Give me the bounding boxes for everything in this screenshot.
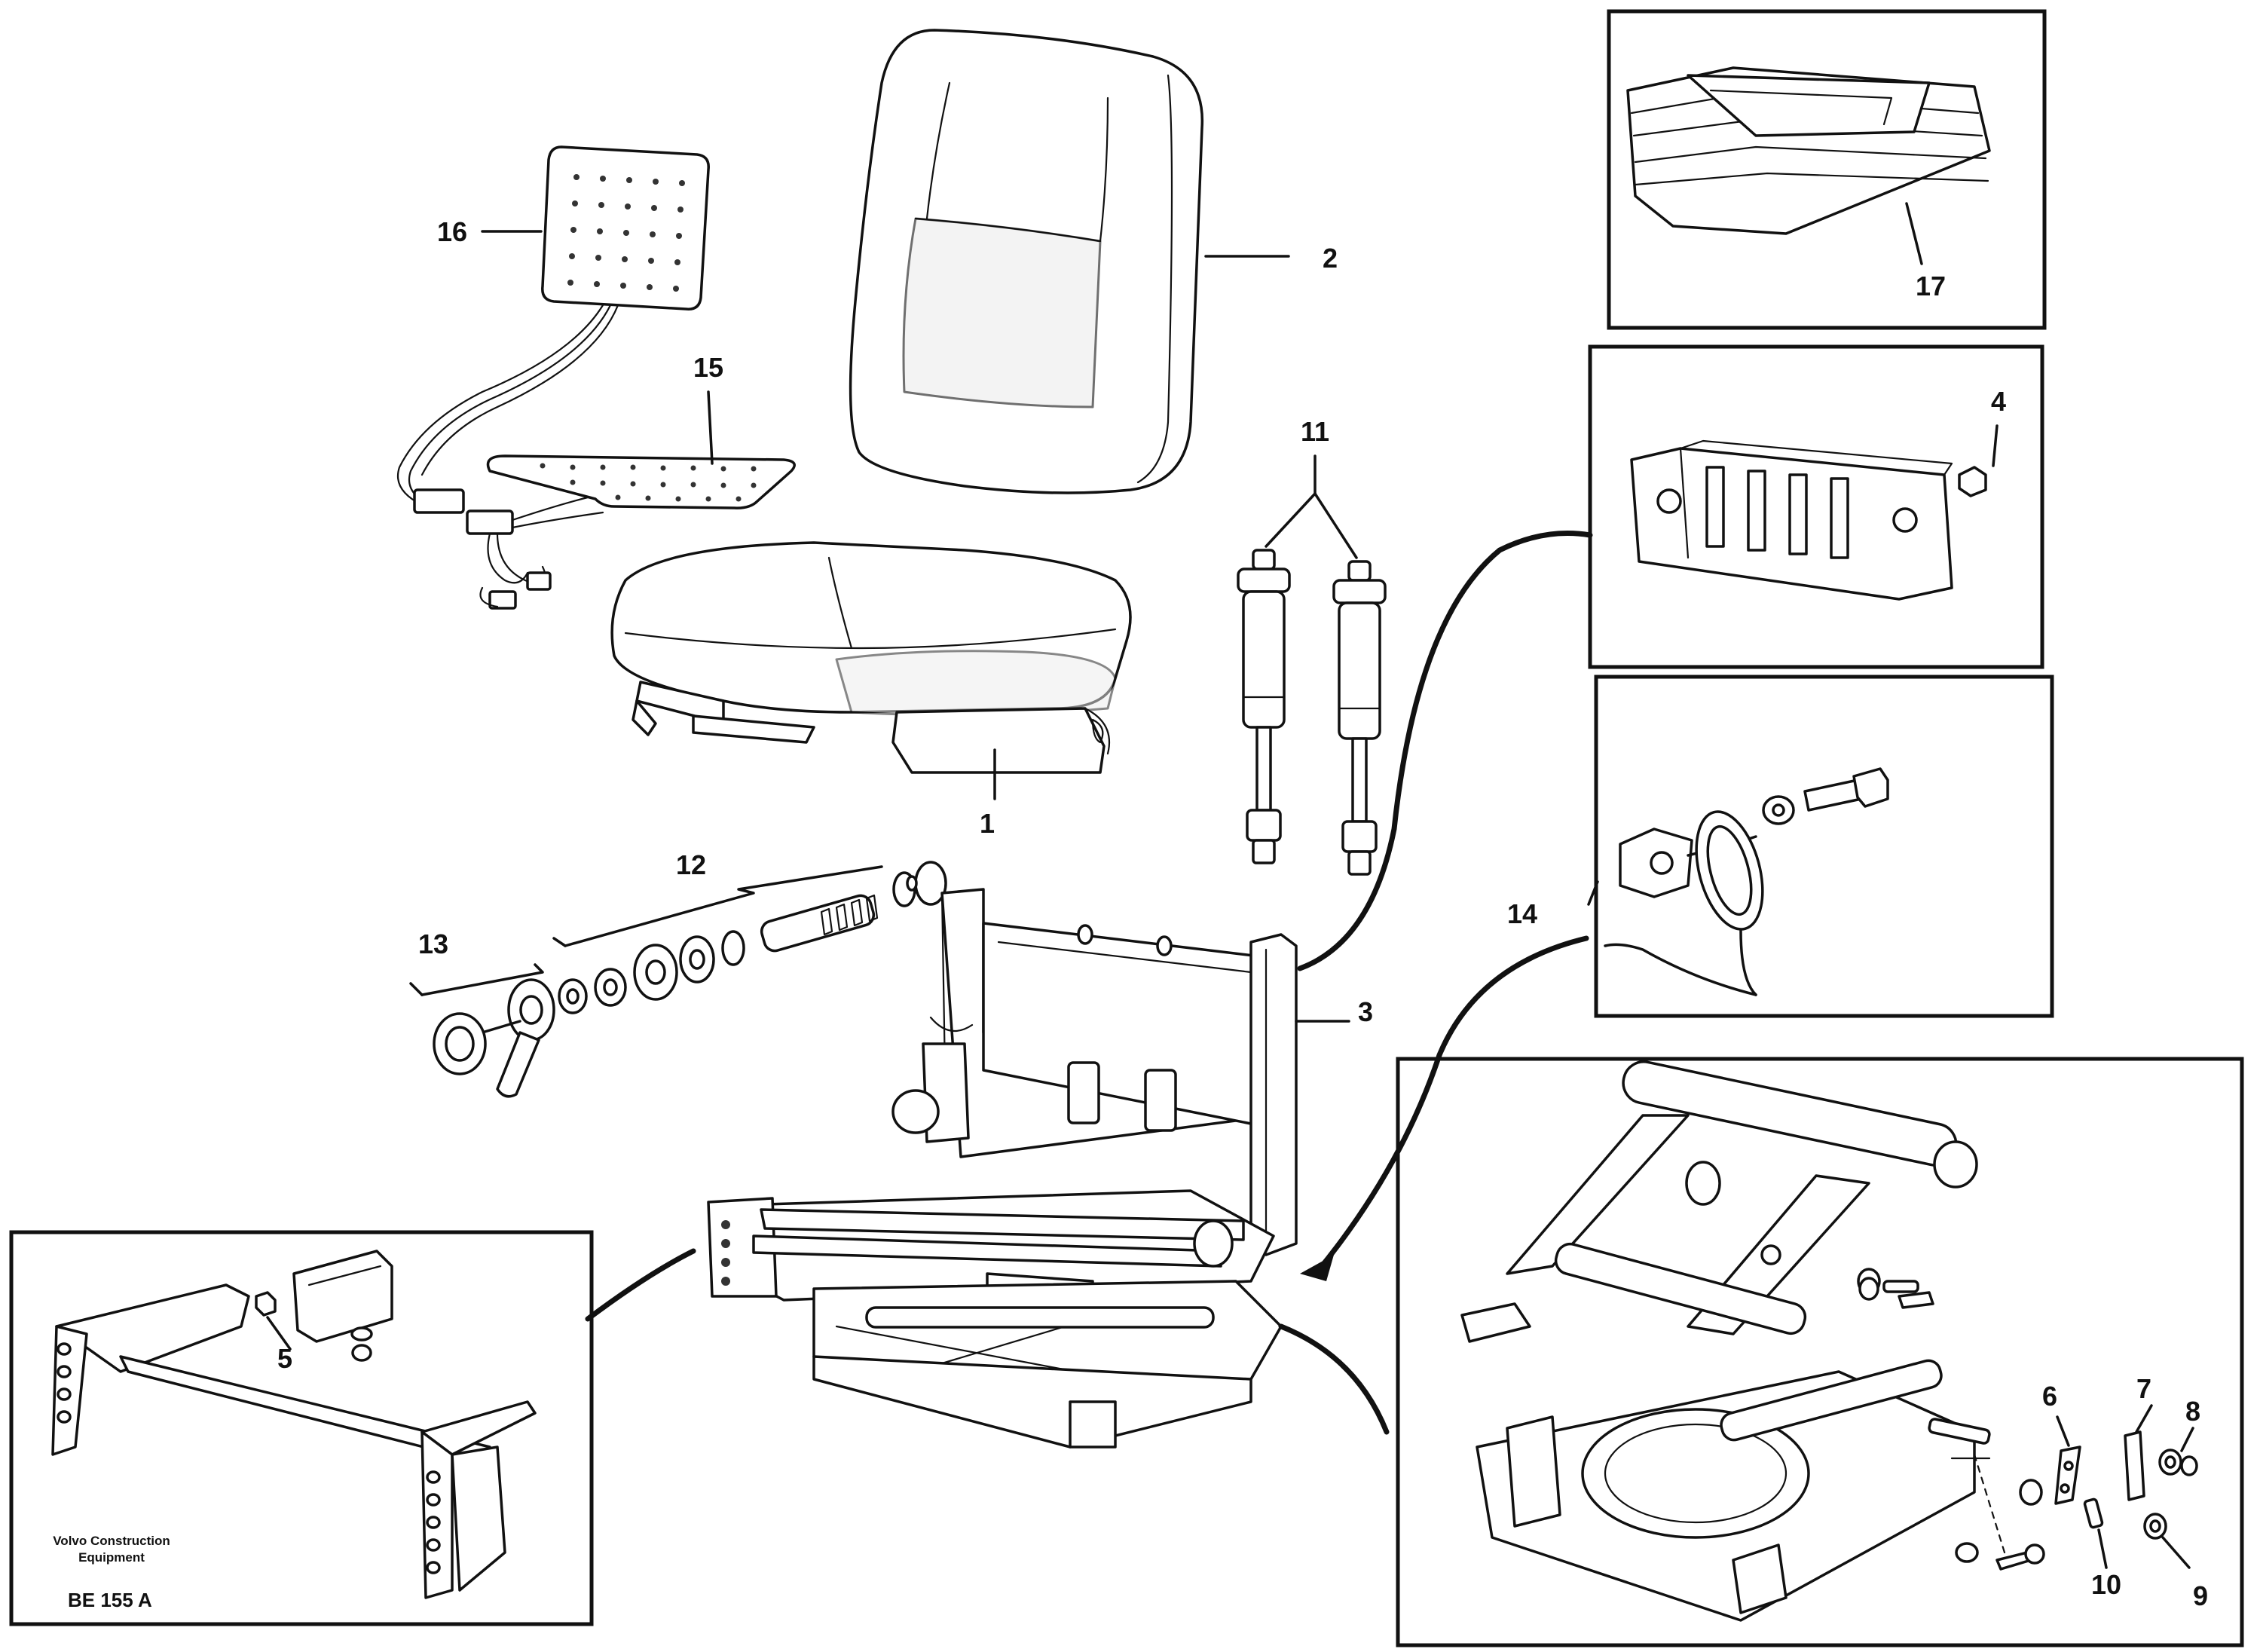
label-part-2: 2 [1323, 243, 1338, 274]
leader-frame-to-inset-5 [585, 1248, 696, 1322]
inset-14-wire-loop [1587, 675, 2054, 1018]
label-part-12: 12 [676, 849, 706, 880]
leader-frame-to-inset-4 [1297, 531, 1593, 971]
label-part-9: 9 [2193, 1580, 2208, 1611]
part-16-back-heater-pad [481, 145, 710, 311]
label-part-4: 4 [1991, 386, 2006, 417]
part-13-adjustment-knob [409, 963, 555, 1098]
label-part-13: 13 [418, 928, 448, 959]
label-part-6: 6 [2042, 1381, 2057, 1412]
maker-name-line2: Equipment [78, 1550, 145, 1565]
shock-absorber-right [1332, 560, 1387, 876]
label-part-15: 15 [693, 352, 723, 383]
part-2-backrest [849, 29, 1290, 494]
drawing-code: BE 155 A [68, 1589, 152, 1611]
label-part-17: 17 [1916, 271, 1946, 301]
leader-frame-to-inset-base [1278, 1323, 1390, 1435]
heater-wiring-harness [396, 304, 619, 610]
inset-4-bracket [1588, 344, 2044, 669]
label-part-11: 11 [1301, 416, 1329, 447]
label-part-5: 5 [277, 1343, 292, 1374]
label-part-3: 3 [1358, 996, 1373, 1027]
label-part-1: 1 [980, 808, 995, 839]
part-11-shock-absorbers [1237, 454, 1387, 876]
label-part-8: 8 [2185, 1396, 2200, 1427]
inset-17-bellows [1607, 9, 2047, 330]
label-part-10: 10 [2091, 1569, 2121, 1600]
part-12-spindle-assembly [552, 861, 947, 1014]
arrowhead [1300, 1255, 1334, 1281]
shock-absorber-left [1237, 549, 1291, 864]
maker-name-line1: Volvo Construction [53, 1534, 170, 1548]
label-part-16: 16 [437, 216, 467, 247]
label-part-7: 7 [2136, 1373, 2151, 1404]
inset-base-parts [1396, 1057, 2244, 1647]
inset-5-seat-rail [9, 1230, 594, 1626]
part-3-suspension-frame [707, 888, 1350, 1449]
label-part-14: 14 [1507, 898, 1537, 929]
part-15-seat-heater-pad [486, 390, 796, 509]
leader-inset-14-to-frame [1316, 935, 1589, 1273]
part-1-seat-cushion [610, 541, 1132, 800]
